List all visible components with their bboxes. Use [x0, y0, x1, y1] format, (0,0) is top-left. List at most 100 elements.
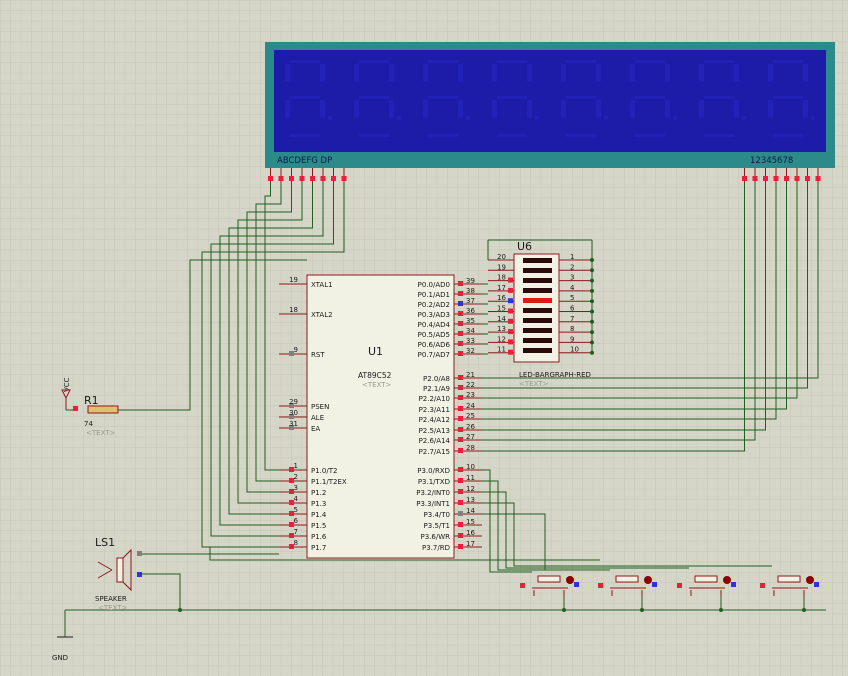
display-segment	[497, 96, 527, 99]
bargraph-segment-lit	[523, 298, 552, 303]
mcu-pin-number: 35	[466, 317, 475, 325]
mcu-pin-name: P0.0/AD0	[418, 281, 450, 289]
resistor-designator: R1	[84, 394, 99, 407]
display-segment-pin	[268, 176, 273, 181]
mcu-pin-name: P1.2	[311, 489, 326, 497]
display-segment	[596, 64, 601, 82]
mcu-pin-square	[458, 544, 463, 549]
mcu-pin-name: P0.3/AD3	[418, 311, 450, 319]
segment-bus-wire	[228, 181, 313, 515]
speaker-ground-wire	[142, 573, 181, 610]
display-segment	[458, 64, 463, 82]
mcu-pin-7: 7P1.6	[279, 528, 327, 541]
mcu-pin-name: XTAL1	[311, 281, 333, 289]
button-cap	[615, 575, 639, 583]
display-segment	[566, 134, 596, 137]
bargraph-pin-right: 8	[559, 325, 594, 335]
display-segment	[596, 100, 601, 118]
bargraph-pin-number: 12	[497, 335, 506, 343]
push-button[interactable]	[677, 575, 736, 612]
display-segment	[561, 100, 566, 118]
display-digit-pin	[752, 176, 758, 181]
vcc-terminal[interactable]: VCC	[61, 377, 71, 410]
bargraph-junction	[590, 268, 594, 273]
bargraph-pin-left: 14	[488, 315, 514, 324]
speaker-body	[116, 557, 124, 583]
bargraph-segment	[523, 328, 552, 333]
bargraph-pin-number: 19	[497, 263, 506, 271]
mcu-pin-number: 10	[466, 463, 475, 471]
display-segment	[423, 64, 428, 82]
mcu-pin-name: P0.4/AD4	[418, 321, 451, 329]
display-segment-pin	[289, 176, 294, 181]
display-decimal-point	[328, 115, 332, 120]
mcu-pin-name: P1.4	[311, 511, 327, 519]
vcc-label: VCC	[63, 377, 71, 392]
bargraph-pin-number: 11	[497, 346, 506, 354]
mcu-pin-number: 9	[294, 346, 298, 354]
mcu-pin-square	[458, 375, 463, 380]
button-cap	[537, 575, 561, 583]
mcu-at89c52[interactable]: U1 AT89C52 <TEXT> 19XTAL118XTAL29RST29PS…	[279, 274, 482, 559]
button-cap	[694, 575, 718, 583]
mcu-pin-number: 31	[289, 420, 298, 428]
mcu-pin-square	[458, 533, 463, 538]
display-segment-pin	[341, 176, 347, 181]
digit-bus-wire	[482, 181, 766, 431]
bargraph-pin-left: 20	[488, 253, 514, 261]
display-digit-pin	[805, 176, 810, 181]
mcu-pin-5: 5P1.4	[279, 506, 327, 519]
mcu-pin-name: P1.1/T2EX	[311, 478, 347, 486]
display-segment	[428, 96, 458, 99]
segment-bus-wire	[264, 181, 279, 471]
button-pin	[598, 583, 603, 588]
display-segment	[704, 134, 734, 137]
display-segment	[527, 64, 532, 82]
bargraph-segment	[523, 338, 552, 343]
segment-bus-wire	[210, 181, 334, 537]
display-digit	[699, 60, 746, 137]
resistor-r1[interactable]: R1 74 <TEXT>	[73, 394, 119, 437]
mcu-pin-number: 3	[294, 484, 298, 492]
mcu-pin-number: 16	[466, 529, 475, 537]
mcu-pin-square	[289, 522, 294, 527]
bargraph-pin-number: 8	[570, 325, 574, 333]
push-button[interactable]	[598, 575, 657, 612]
ground-junction	[178, 608, 182, 612]
display-segment-pin	[331, 176, 336, 181]
mcu-pin-square	[458, 489, 463, 494]
bargraph-segment	[523, 348, 552, 353]
seven-segment-display[interactable]: ABCDEFG DP 12345678	[265, 42, 835, 181]
segment-label: ABCDEFG DP	[277, 156, 332, 166]
gnd-terminal[interactable]: GND	[52, 636, 73, 662]
bargraph-junction	[590, 340, 594, 345]
mcu-pin-number: 21	[466, 371, 475, 379]
reset-wire	[118, 259, 307, 411]
mcu-pin-square	[458, 478, 463, 483]
button-indicator	[644, 576, 652, 584]
mcu-pin-name: P2.5/A13	[419, 427, 450, 435]
display-digit-pin	[773, 176, 779, 181]
bargraph-pin-number: 6	[570, 305, 575, 313]
bargraph-pin-number: 18	[497, 274, 506, 282]
push-button[interactable]	[760, 575, 819, 612]
speaker-ls1[interactable]: LS1 SPEAKER <TEXT>	[95, 536, 142, 612]
button-pin	[760, 583, 765, 588]
push-button[interactable]	[520, 575, 579, 612]
bargraph-pin-square	[508, 277, 513, 283]
push-buttons	[178, 575, 819, 612]
bargraph-pin-number: 10	[570, 346, 579, 354]
bargraph-junction	[590, 319, 594, 324]
mcu-pin-square	[458, 500, 463, 505]
mcu-pin-square	[458, 351, 463, 356]
display-segment	[704, 96, 734, 99]
display-segment	[630, 64, 635, 82]
